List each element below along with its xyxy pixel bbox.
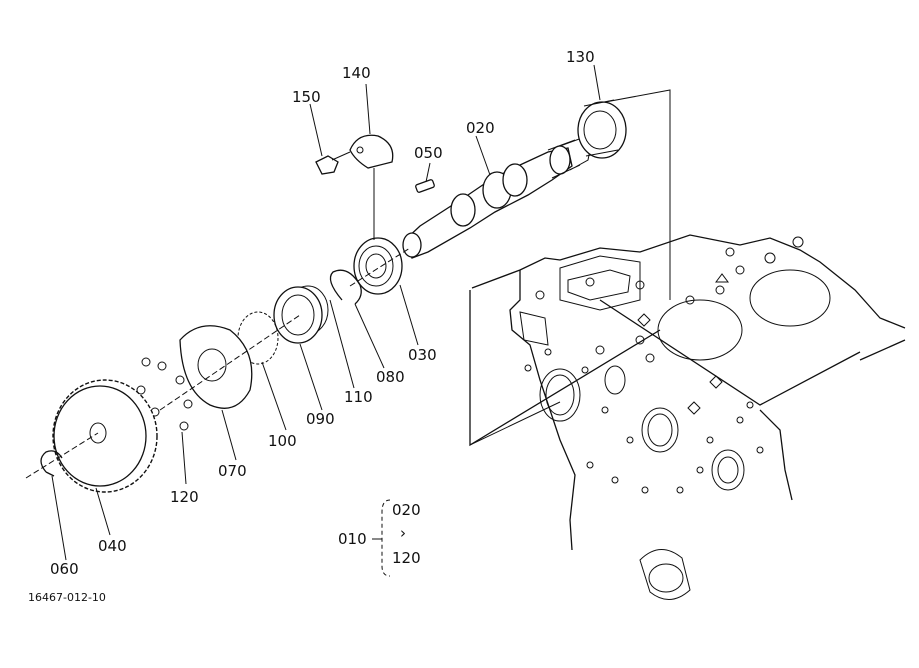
governor-plate-070 <box>179 325 253 409</box>
figure-code: 16467-012-10 <box>28 591 106 604</box>
bearing-130 <box>577 99 627 159</box>
assembly-axis <box>25 247 411 479</box>
washer-090 <box>273 286 323 344</box>
label-040: 040 <box>98 537 127 555</box>
group-from: 020 <box>392 501 421 519</box>
label-100: 100 <box>268 432 297 450</box>
label-130: 130 <box>566 48 595 66</box>
label-150: 150 <box>292 88 321 106</box>
snap-ring-080 <box>329 269 362 305</box>
gear-040 <box>52 379 158 493</box>
group-separator: › <box>400 524 406 542</box>
label-070: 070 <box>218 462 247 480</box>
stopper-plate-140 <box>349 134 394 169</box>
steel-balls-120 <box>136 357 193 431</box>
key <box>415 179 435 193</box>
label-110: 110 <box>344 388 373 406</box>
label-140: 140 <box>342 64 371 82</box>
label-030: 030 <box>408 346 437 364</box>
assembly-guide-frame <box>469 89 671 446</box>
assembly-group-bracket: 010 020 › 120 <box>338 499 421 577</box>
group-to: 120 <box>392 549 421 567</box>
bearing-030 <box>353 237 403 295</box>
label-060: 060 <box>50 560 79 578</box>
label-080: 080 <box>376 368 405 386</box>
leader-lines <box>51 64 601 561</box>
bolt-150 <box>315 151 351 175</box>
engine-block <box>469 234 906 600</box>
camshaft <box>402 137 591 259</box>
group-label: 010 <box>338 530 367 548</box>
circlip-060 <box>40 450 63 477</box>
label-120: 120 <box>170 488 199 506</box>
label-090: 090 <box>306 410 335 428</box>
label-050: 050 <box>414 144 443 162</box>
label-020: 020 <box>466 119 495 137</box>
